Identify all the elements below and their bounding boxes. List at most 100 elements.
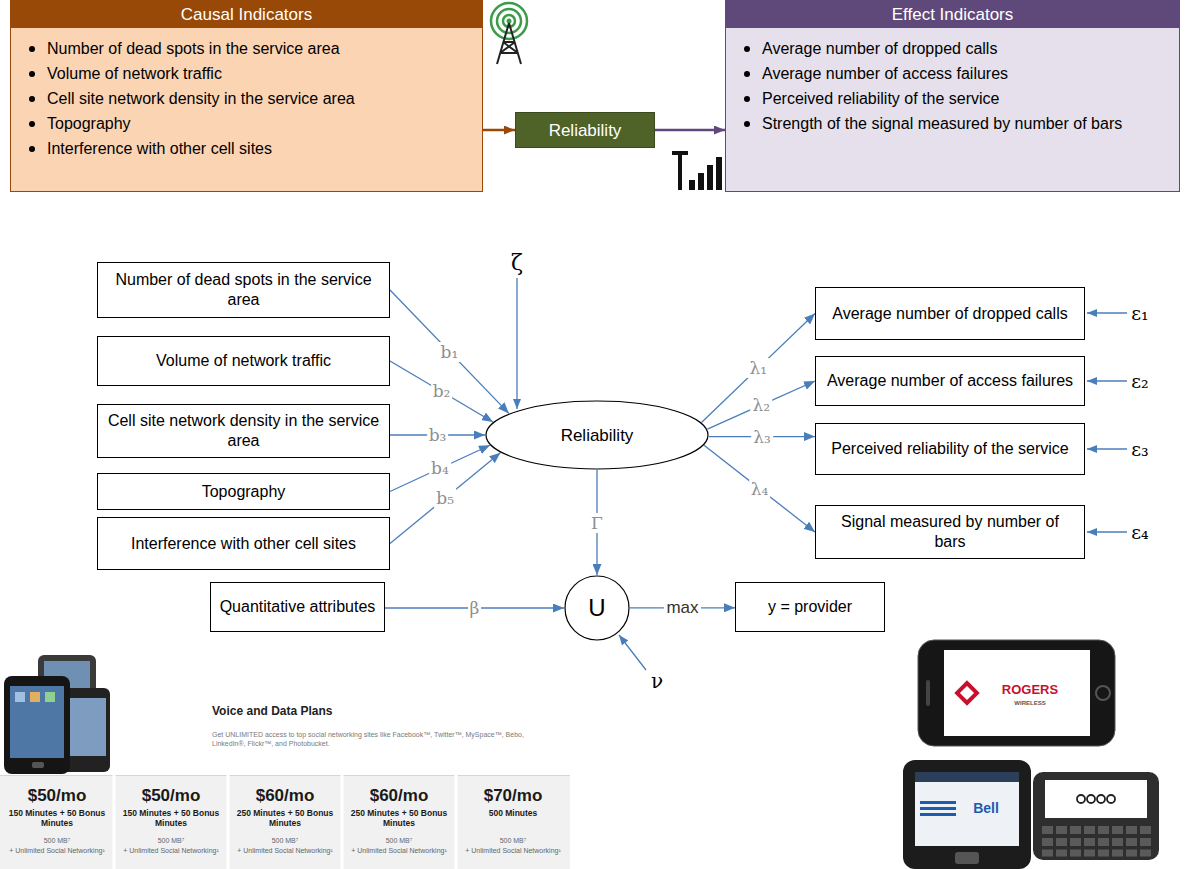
blackberry-phone-picture-part xyxy=(920,807,956,810)
plan-description: Get UNLIMITED access to top social netwo… xyxy=(212,730,557,748)
disturbance-arrows-part xyxy=(1087,312,1127,313)
antenna-icon-part xyxy=(507,19,512,24)
panel-heading: Causal Indicators xyxy=(11,1,482,28)
bullet-row: Strength of the signal measured by numbe… xyxy=(736,113,1169,135)
disturbance-symbol: ζ xyxy=(511,250,523,275)
samsung-phone-picture-part xyxy=(1077,795,1085,803)
plan-minutes: 500 Minutes xyxy=(458,808,568,818)
bullet-dot xyxy=(29,146,35,152)
plan-minutes: 150 Minutes + 50 Bonus Minutes xyxy=(2,808,112,828)
edge-label: Γ xyxy=(589,513,605,533)
signal-bars-icon-part xyxy=(716,157,722,190)
bullet-row: Cell site network density in the service… xyxy=(21,88,472,110)
bullet-text: Average number of dropped calls xyxy=(762,38,997,60)
edge-label: λ₃ xyxy=(751,427,773,447)
node-label: U xyxy=(588,594,605,622)
plan-table-background-part xyxy=(0,775,570,869)
construct-box: Reliability xyxy=(515,112,655,148)
bullet-row: Topography xyxy=(21,113,472,135)
rogers-phone-picture-part xyxy=(1096,686,1110,700)
bullet-text: Interference with other cell sites xyxy=(47,138,272,160)
blackberry-phone-picture-part xyxy=(955,852,979,864)
antenna-icon xyxy=(491,3,527,64)
node-label: Volume of network traffic xyxy=(106,351,381,371)
plan-extra: + Unlimited Social Networking¹ xyxy=(344,846,454,855)
edge-label: λ₂ xyxy=(750,395,772,415)
disturbance-arrows-part xyxy=(1087,531,1127,532)
brand-logo-text: Bell xyxy=(973,800,999,816)
effect-indicator-box: Signal measured by number of bars xyxy=(815,505,1085,559)
bullet-dot xyxy=(29,96,35,102)
edge-label: β xyxy=(468,598,482,618)
node-content: Average number of dropped callsAverage n… xyxy=(726,28,1179,142)
node-label: y = provider xyxy=(744,597,876,617)
connector-arrow xyxy=(704,445,815,532)
node-label: Quantitative attributes xyxy=(219,597,376,617)
node-content: Quantitative attributes xyxy=(211,594,384,620)
causal-indicator-box: Number of dead spots in the service area xyxy=(97,262,390,318)
signal-bars-icon-part xyxy=(672,153,688,190)
samsung-phone-picture-part xyxy=(1087,795,1095,803)
bullet-text: Perceived reliability of the service xyxy=(762,88,999,110)
node-label: Average number of dropped calls xyxy=(824,304,1076,324)
plan-table-background-part xyxy=(341,775,344,869)
bullet-dot xyxy=(744,46,750,52)
bullet-dot xyxy=(29,121,35,127)
samsung-phone-picture-part xyxy=(1033,772,1159,860)
edge-label: λ₁ xyxy=(747,358,769,378)
rogers-phone-picture-part xyxy=(926,680,930,706)
error-symbol: ε₁ xyxy=(1131,302,1148,324)
shape-outline-path xyxy=(486,401,708,469)
samsung-phone-picture-part xyxy=(1097,795,1105,803)
panel-heading: Effect Indicators xyxy=(726,1,1179,28)
bullet-dot xyxy=(744,121,750,127)
disturbance-arrows-part xyxy=(516,278,517,409)
attribute-box: Quantitative attributes xyxy=(210,582,385,632)
samsung-phone-picture-part xyxy=(1042,838,1152,846)
node-label: Perceived reliability of the service xyxy=(824,439,1076,459)
plan-price: $60/mo xyxy=(230,786,340,806)
node-label: Cell site network density in the service… xyxy=(106,411,381,451)
plan-heading: Voice and Data Plans xyxy=(212,704,333,718)
phone-cluster-picture-part xyxy=(10,686,64,758)
bullet-row: Number of dead spots in the service area xyxy=(21,38,472,60)
node-label: Reliability xyxy=(549,120,622,141)
node-label: Topography xyxy=(106,482,381,502)
plan-extra: + Unlimited Social Networking¹ xyxy=(2,846,112,855)
blackberry-phone-picture xyxy=(903,760,1031,869)
node-content: Number of dead spots in the service area xyxy=(98,267,389,313)
phone-cluster-picture-part xyxy=(66,698,106,756)
error-symbol: ε₄ xyxy=(1131,521,1148,543)
causal-indicator-box: Topography xyxy=(97,473,390,510)
edge-label: b₁ xyxy=(439,342,461,362)
edge-label: max xyxy=(664,598,700,618)
effect-indicator-box: Perceived reliability of the service xyxy=(815,423,1085,475)
connector-arrow xyxy=(655,129,725,132)
bullet-text: Topography xyxy=(47,113,131,135)
plan-price: $50/mo xyxy=(2,786,112,806)
edge-label: b₄ xyxy=(429,458,451,478)
connector-arrow xyxy=(390,290,509,413)
bullet-text: Average number of access failures xyxy=(762,63,1008,85)
connector-arrow xyxy=(390,445,490,491)
phone-cluster-picture-part xyxy=(30,692,40,702)
signal-bars-icon-part xyxy=(707,165,713,190)
brand-logo-subtext: WIRELESS xyxy=(1014,700,1045,706)
bullet-row: Interference with other cell sites xyxy=(21,138,472,160)
node-content: Perceived reliability of the service xyxy=(816,436,1084,462)
bullet-row: Volume of network traffic xyxy=(21,63,472,85)
shape-outline-path xyxy=(565,576,629,640)
error-symbol: ε₂ xyxy=(1131,370,1148,392)
node-label: Reliability xyxy=(513,425,681,446)
bullet-row: Average number of dropped calls xyxy=(736,38,1169,60)
edge-label: b₃ xyxy=(427,425,449,445)
choice-box: y = provider xyxy=(735,582,885,632)
disturbance-arrows-part xyxy=(1087,380,1127,381)
node-label: Average number of access failures xyxy=(824,371,1076,391)
brand-logo-text: ROGERS xyxy=(1002,682,1058,697)
effect-indicator-box: Average number of dropped calls xyxy=(815,287,1085,340)
bullet-dot xyxy=(744,71,750,77)
latent-variable-ellipse: Reliability xyxy=(485,400,709,470)
samsung-phone-picture xyxy=(1033,772,1159,860)
bullet-text: Volume of network traffic xyxy=(47,63,222,85)
